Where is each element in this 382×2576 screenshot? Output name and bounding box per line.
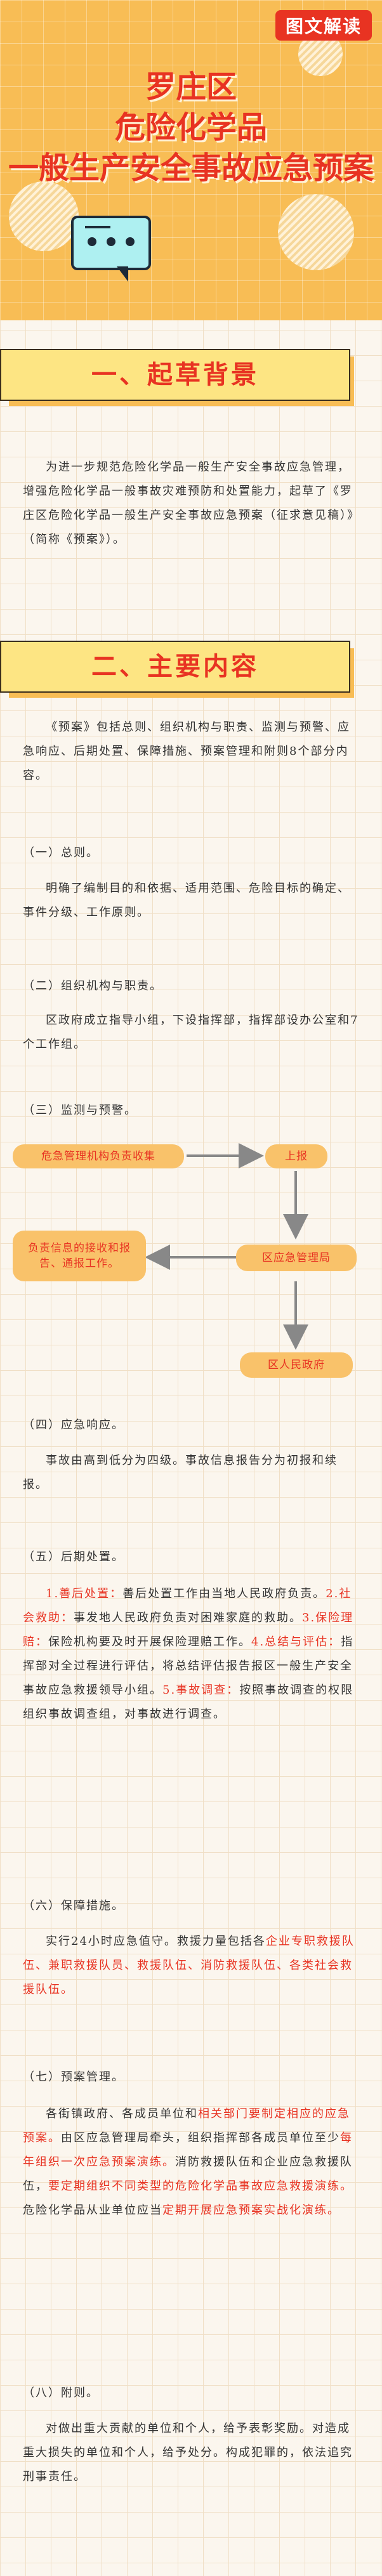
decorative-circle bbox=[278, 194, 354, 270]
flow-node-info: 负责信息的接收和报告、通报工作。 bbox=[13, 1231, 146, 1281]
flow-node-report: 上报 bbox=[265, 1144, 327, 1168]
highlight-text: 1.善后处置： bbox=[46, 1587, 123, 1600]
flow-node-bureau: 区应急管理局 bbox=[236, 1245, 357, 1271]
highlight-text: 企业专职救援队伍、兼职救援队员、救援队伍、消防救援队伍、各类社会救援队伍。 bbox=[23, 1935, 355, 1996]
body-text: 由区应急管理局牵头，组织指挥部各成员单位至少 bbox=[61, 2131, 340, 2145]
subsection-2-label: （二）组织机构与职责。 bbox=[23, 979, 162, 993]
section-header-background: 一、起草背景 bbox=[0, 343, 382, 412]
body-text: 按照事故调查的权限组织事故调查组，对事故进行调查。 bbox=[23, 1684, 354, 1721]
subsection-6-text: 实行24小时应急值守。救援力量包括各企业专职救援队伍、兼职救援队员、救援队伍、消… bbox=[23, 1930, 359, 2002]
body-text: 消防救援队伍和企业应急救援队伍， bbox=[23, 2155, 353, 2193]
subsection-2-text: 区政府成立指导小组，下设指挥部，指挥部设办公室和7个工作组。 bbox=[23, 1014, 359, 1051]
highlight-text: 2.社会救助： bbox=[23, 1587, 352, 1625]
body-text: 事发地人民政府负责对困难家庭的救助。 bbox=[74, 1611, 302, 1625]
body-text: 善后处置工作由当地人民政府负责。 bbox=[122, 1587, 326, 1600]
highlight-text: 5.事故调查： bbox=[162, 1684, 240, 1697]
section-header-box: 二、主要内容 bbox=[0, 641, 350, 693]
chat-bubble-icon bbox=[71, 216, 151, 270]
section-title: 一、起草背景 bbox=[91, 360, 259, 389]
hero-title-line-2: 危险化学品 bbox=[114, 110, 267, 145]
body-text: 各街镇政府、各成员单位和 bbox=[46, 2107, 198, 2121]
highlight-text: 4.总结与评估： bbox=[251, 1635, 341, 1649]
highlight-text: 相关部门要制定相应的应急预案。 bbox=[23, 2107, 350, 2145]
highlight-text: 每年组织一次应急预案演练。 bbox=[23, 2131, 353, 2169]
section-title: 二、主要内容 bbox=[91, 651, 259, 681]
subsection-4-label: （四）应急响应。 bbox=[23, 1418, 124, 1432]
subsection-8-text: 对做出重大贡献的单位和个人，给予表彰奖励。对造成重大损失的单位和个人，给予处分。… bbox=[23, 2422, 353, 2483]
subsection-1-label: （一）总则。 bbox=[23, 846, 99, 860]
hero-banner: 图文解读 罗庄区 危险化学品 一般生产安全事故应急预案 bbox=[0, 0, 382, 320]
hero-title-line-1: 罗庄区 bbox=[145, 69, 237, 105]
subsection-3-label: （三）监测与预警。 bbox=[23, 1104, 137, 1117]
subsection-4-text: 事故由高到低分为四级。事故信息报告分为初报和续报。 bbox=[23, 1454, 338, 1491]
highlight-text: 要定期组织不同类型的危险化学品事故应急救援演练。 bbox=[48, 2180, 353, 2193]
section-header-box: 一、起草背景 bbox=[0, 349, 350, 401]
highlight-text: 定期开展应急预案实战化演练。 bbox=[162, 2204, 340, 2217]
intro-paragraph: 《预案》包括总则、组织机构与职责、监测与预警、应急响应、后期处置、保障措施、预案… bbox=[23, 721, 350, 782]
subsection-5-label: （五）后期处置。 bbox=[23, 1550, 124, 1564]
flow-node-collect: 危急管理机构负责收集 bbox=[13, 1144, 184, 1168]
subsection-1-text: 明确了编制目的和依据、适用范围、危险目标的确定、事件分级、工作原则。 bbox=[23, 882, 350, 919]
subsection-6-label: （六）保障措施。 bbox=[23, 1899, 124, 1912]
subsection-7-label: （七）预案管理。 bbox=[23, 2070, 124, 2084]
subsection-8-label: （八）附则。 bbox=[23, 2386, 99, 2400]
body-text: 危险化学品从业单位应当 bbox=[23, 2204, 162, 2217]
subsection-5-text: 1.善后处置：善后处置工作由当地人民政府负责。2.社会救助：事发地人民政府负责对… bbox=[23, 1582, 359, 1727]
decorative-circle bbox=[9, 181, 79, 251]
badge-label: 图文解读 bbox=[275, 10, 372, 41]
chat-bubble-tail-icon bbox=[117, 266, 128, 282]
highlight-text: 3.保险理赔： bbox=[23, 1611, 354, 1649]
body-text: 指挥部对全过程进行评估，将总结评估报告报区一般生产安全事故应急救援领导小组。 bbox=[23, 1635, 354, 1697]
subsection-7-text: 各街镇政府、各成员单位和相关部门要制定相应的应急预案。由区应急管理局牵头，组织指… bbox=[23, 2102, 359, 2223]
body-text: 实行24小时应急值守。救援力量包括各 bbox=[46, 1935, 266, 1948]
hero-title-line-3: 一般生产安全事故应急预案 bbox=[8, 150, 374, 186]
body-text: 保险机构要及时开展保险理赔工作。 bbox=[48, 1635, 251, 1649]
background-paragraph: 为进一步规范危险化学品一般生产安全事故应急管理，增强危险化学品一般事故灾难预防和… bbox=[23, 461, 354, 546]
section-header-main-content: 二、主要内容 bbox=[0, 634, 382, 704]
flow-node-government: 区人民政府 bbox=[240, 1352, 353, 1378]
